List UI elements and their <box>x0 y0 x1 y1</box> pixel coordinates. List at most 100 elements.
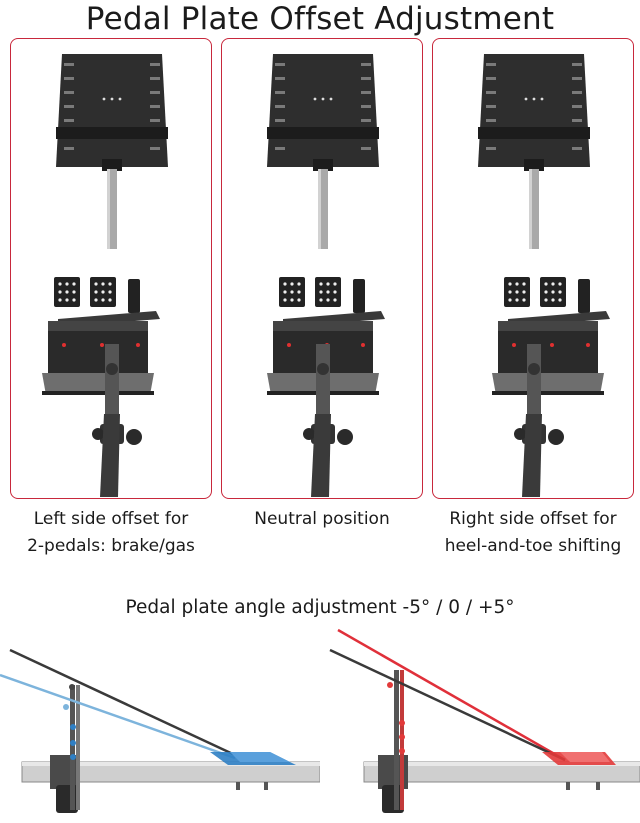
foot-plate-blue-top <box>230 752 290 762</box>
pedal-grip-dot <box>326 298 330 302</box>
plate-slot <box>486 63 496 66</box>
pedal-grip-dot <box>522 290 526 294</box>
hinge-bolt <box>387 682 393 688</box>
pedal-grip-dot <box>326 282 330 286</box>
adjuster-knob <box>399 748 405 754</box>
gas-pedal <box>353 279 365 313</box>
plate-slot <box>361 77 371 80</box>
pedal-grip-dot <box>72 282 76 286</box>
plate-slot <box>64 105 74 108</box>
pedal-grip-dot <box>558 298 562 302</box>
pedal-grip-dot <box>290 298 294 302</box>
pedal-grip-dot <box>290 290 294 294</box>
plate-hole <box>540 97 544 101</box>
angle-diagram-positive <box>329 628 640 813</box>
plate-clamp <box>478 127 590 139</box>
pedal-grip-dot <box>333 298 337 302</box>
pedal-base-rail <box>48 321 148 331</box>
plate-hole <box>321 97 325 101</box>
pedal-grip-dot <box>94 298 98 302</box>
plate-slot <box>572 147 582 150</box>
caption-neutral-line1: Neutral position <box>254 509 390 529</box>
adjuster-knob <box>70 754 76 760</box>
upright-post <box>70 685 75 810</box>
pedal-grip-dot <box>72 298 76 302</box>
pedal-base-plate <box>492 373 604 395</box>
clamp-knob-large <box>337 429 353 445</box>
pedal-indicator <box>586 343 590 347</box>
pedal-grip-dot <box>101 298 105 302</box>
caption-left: Left side offset for 2-pedals: brake/gas <box>10 506 212 560</box>
caption-right: Right side offset for heel-and-toe shift… <box>427 506 639 560</box>
pedal-indicator <box>62 343 66 347</box>
plate-slot <box>150 91 160 94</box>
caption-left-line1: Left side offset for <box>33 509 189 529</box>
pedal-grip-dot <box>72 290 76 294</box>
support-pole-highlight <box>529 169 532 249</box>
pedal-assembly-left-offset <box>42 54 168 497</box>
pedal-grip-dot <box>333 282 337 286</box>
pedal-grip-dot <box>58 282 62 286</box>
upright-post <box>394 670 399 810</box>
support-pole <box>318 169 328 249</box>
pedal-grip-dot <box>544 290 548 294</box>
plate-slot <box>64 119 74 122</box>
plate-slot <box>150 105 160 108</box>
pedal-grip-dot <box>319 290 323 294</box>
base-rail-highlight <box>22 762 320 766</box>
plate-hole <box>102 97 106 101</box>
rail-bolt <box>264 782 268 790</box>
plate-hole <box>329 97 333 101</box>
pedal-grip-dot <box>297 290 301 294</box>
pedal-grip-dot <box>108 290 112 294</box>
pedal-grip-dot <box>65 298 69 302</box>
plate-slot <box>486 147 496 150</box>
pedal-base-rail <box>273 321 373 331</box>
pedal-indicator <box>550 343 554 347</box>
mount-knob <box>317 363 329 375</box>
rail-bolt <box>596 782 600 790</box>
plate-hole <box>110 97 114 101</box>
plate-slot <box>361 147 371 150</box>
pedal-indicator <box>136 343 140 347</box>
adjuster-knob <box>399 734 405 740</box>
clamp-knob <box>303 428 315 440</box>
pedal-indicator <box>361 343 365 347</box>
pedal-assembly-neutral <box>267 54 385 497</box>
plate-slot <box>486 77 496 80</box>
mount-knob <box>106 363 118 375</box>
pedal-grip-dot <box>551 298 555 302</box>
clamp-post <box>522 414 542 497</box>
pedal-indicator <box>100 343 104 347</box>
pedal-grip-dot <box>508 282 512 286</box>
pedal-grip-dot <box>515 298 519 302</box>
upright-post-back <box>76 685 80 810</box>
foot-plate-red-top <box>560 752 610 762</box>
end-block <box>50 755 80 789</box>
pedal-grip-dot <box>297 282 301 286</box>
adjuster-knob <box>70 740 76 746</box>
positive-plate-line <box>337 628 566 762</box>
pedal-grip-dot <box>319 282 323 286</box>
gas-pedal <box>578 279 590 313</box>
pedal-grip-dot <box>108 282 112 286</box>
clamp-post <box>311 414 331 497</box>
plate-clamp <box>267 127 379 139</box>
plate-mount <box>524 159 544 171</box>
clamp-knob-large <box>548 429 564 445</box>
top-plate <box>56 54 168 167</box>
pedal-grip-dot <box>283 290 287 294</box>
pedal-grip-dot <box>544 298 548 302</box>
caption-left-line2: 2-pedals: brake/gas <box>27 536 195 556</box>
plate-hole <box>524 97 528 101</box>
pedal-base-edge <box>42 391 154 395</box>
pedal-grip-dot <box>522 282 526 286</box>
pedal-grip-dot <box>101 290 105 294</box>
plate-clamp <box>56 127 168 139</box>
panel-left-offset <box>10 38 212 499</box>
pedal-grip-dot <box>515 282 519 286</box>
mount-arm <box>316 344 330 414</box>
plate-slot <box>275 147 285 150</box>
angle-diagram-negative <box>0 648 320 813</box>
plate-slot <box>361 63 371 66</box>
